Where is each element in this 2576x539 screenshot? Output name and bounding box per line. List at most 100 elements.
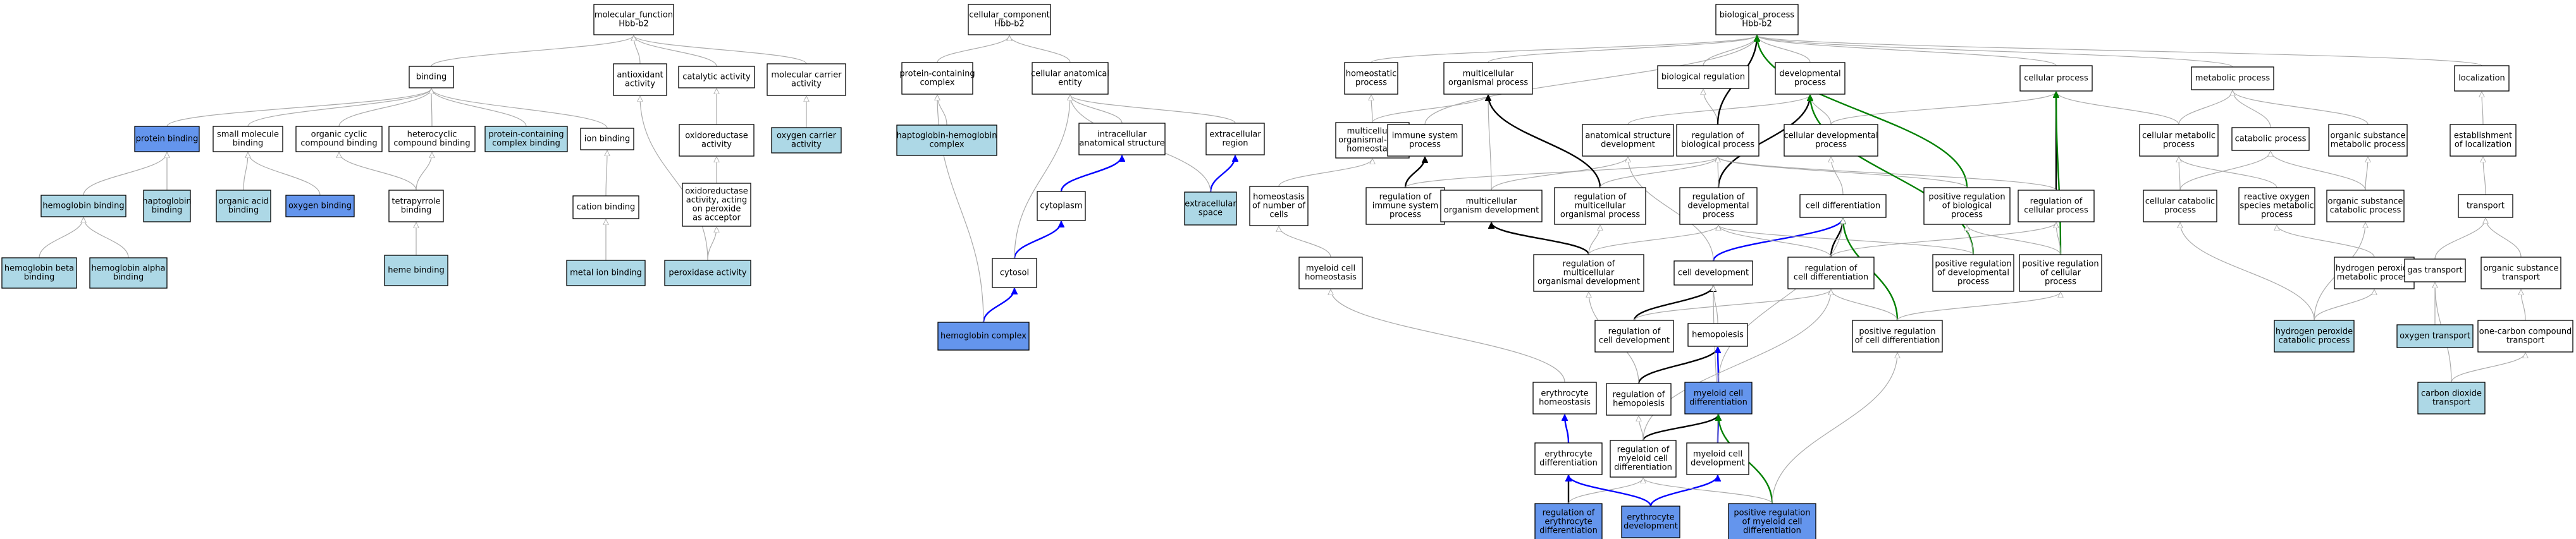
node-label: differentiation bbox=[1743, 526, 1801, 536]
node-box bbox=[2454, 65, 2510, 92]
edge-h2o2metab-to-ros bbox=[2277, 224, 2375, 258]
node-label: development bbox=[1601, 140, 1655, 150]
node-label: of cellular bbox=[2040, 269, 2081, 278]
node-label: oxygen transport bbox=[2400, 332, 2470, 341]
node-label: binding bbox=[416, 73, 447, 82]
node-label: multicellular bbox=[1575, 202, 1626, 211]
node-box bbox=[937, 322, 1030, 351]
node-box bbox=[89, 257, 168, 289]
edge-metabproc-to-bp bbox=[1757, 35, 2233, 68]
edge-regdevproc-to-devproc bbox=[1717, 95, 1810, 188]
edge-orgsubtrans-to-transport bbox=[2486, 217, 2522, 258]
node-label: hemoglobin alpha bbox=[92, 264, 166, 274]
edge-carrier-to-mf bbox=[634, 35, 807, 64]
node-box bbox=[409, 66, 454, 88]
edge-perox-to-antiox bbox=[640, 96, 708, 261]
node-label: erythrocyte bbox=[1544, 518, 1592, 527]
node-box bbox=[134, 126, 200, 152]
node-o2transport: oxygen transport bbox=[2396, 324, 2474, 348]
node-box bbox=[285, 195, 355, 217]
edge-extracellsp-to-extracellreg bbox=[1209, 155, 1235, 193]
edge-posregbio-to-bp bbox=[1757, 35, 1968, 188]
node-label: myeloid cell bbox=[1693, 450, 1742, 459]
node-label: anatomical structure bbox=[1585, 131, 1670, 141]
edge-cellanat-to-cc bbox=[1009, 35, 1071, 63]
edge-homeonum-to-mohomeo bbox=[1278, 158, 1372, 187]
edge-posregcelldiff-to-posregcell bbox=[1897, 291, 2061, 321]
edge-smallmol-to-binding bbox=[247, 88, 431, 127]
node-label: differentiation bbox=[1614, 463, 1672, 473]
node-box bbox=[2417, 382, 2486, 415]
edge-multiorg-to-bp bbox=[1488, 35, 1757, 63]
node-label: multicellular bbox=[1463, 70, 1514, 79]
node-box bbox=[1852, 320, 1943, 353]
node-label: activity bbox=[701, 140, 732, 150]
node-box bbox=[1606, 383, 1672, 416]
edge-regmultidev-to-regmultiorg bbox=[1588, 225, 1600, 255]
node-perox: peroxidase activity bbox=[664, 260, 751, 286]
node-box bbox=[1532, 382, 1597, 415]
edge-posregcell-to-cellproc bbox=[2056, 92, 2062, 255]
node-label: extracellular bbox=[1185, 200, 1236, 209]
edge-onecarbon-to-orgsubtrans bbox=[2521, 289, 2526, 321]
node-box bbox=[1534, 503, 1603, 539]
node-label: entity bbox=[1058, 78, 1082, 88]
node-box bbox=[1684, 382, 1753, 415]
node-label: regulation of bbox=[1617, 445, 1670, 455]
edge-immune-to-bp bbox=[1424, 35, 1757, 125]
node-label: regulation of bbox=[1563, 260, 1615, 269]
node-label: cellular_component bbox=[969, 11, 1050, 20]
node-label: Hbb-b2 bbox=[1742, 20, 1772, 29]
node-label: binding bbox=[233, 139, 263, 148]
edge-erdev-to-erdiff bbox=[1568, 475, 1652, 507]
node-box bbox=[2334, 257, 2415, 289]
node-box bbox=[682, 183, 751, 227]
node-label: catabolic process bbox=[2330, 206, 2401, 215]
node-box bbox=[1799, 194, 1887, 218]
node-label: carbon dioxide bbox=[2421, 389, 2482, 399]
node-box bbox=[2404, 258, 2466, 282]
node-label: oxidoreductase bbox=[685, 187, 748, 197]
node-catalytic: catalytic activity bbox=[678, 66, 755, 88]
edge-regcelldev-to-regcelldiff bbox=[1634, 289, 1831, 321]
node-label: homeostasis bbox=[1253, 193, 1305, 202]
edge-posregmydiff-to-posregcelldiff bbox=[1772, 353, 1897, 504]
node-label: process bbox=[1409, 140, 1441, 150]
node-label: development bbox=[1624, 522, 1678, 531]
node-box bbox=[1687, 323, 1748, 347]
edge-regcelldiff-to-regdevproc bbox=[1718, 224, 1832, 258]
edge-h2o2catab-to-h2o2metab bbox=[2314, 289, 2374, 321]
node-box bbox=[1582, 124, 1674, 157]
node-box bbox=[40, 195, 126, 217]
node-label: cell development bbox=[1599, 336, 1670, 346]
node-box bbox=[213, 126, 283, 152]
node-box bbox=[901, 62, 973, 95]
node-label: positive regulation bbox=[1734, 509, 1810, 518]
node-label: hemopoiesis bbox=[1613, 399, 1665, 409]
node-box bbox=[2139, 124, 2219, 157]
node-label: establishment bbox=[2454, 131, 2512, 141]
edge-moddev-to-multiorg bbox=[1488, 95, 1492, 191]
node-label: positive regulation bbox=[1935, 260, 2011, 269]
node-label: antioxidant bbox=[617, 71, 663, 80]
node-box bbox=[1387, 124, 1463, 157]
edge-regcellproc-to-regbio bbox=[1718, 156, 2057, 191]
node-label: hemoglobin beta bbox=[4, 264, 74, 274]
edge-regcelldiff-to-regcellproc bbox=[1830, 222, 2056, 258]
node-label: homeostasis bbox=[1347, 145, 1398, 154]
node-label: ion binding bbox=[584, 135, 630, 144]
